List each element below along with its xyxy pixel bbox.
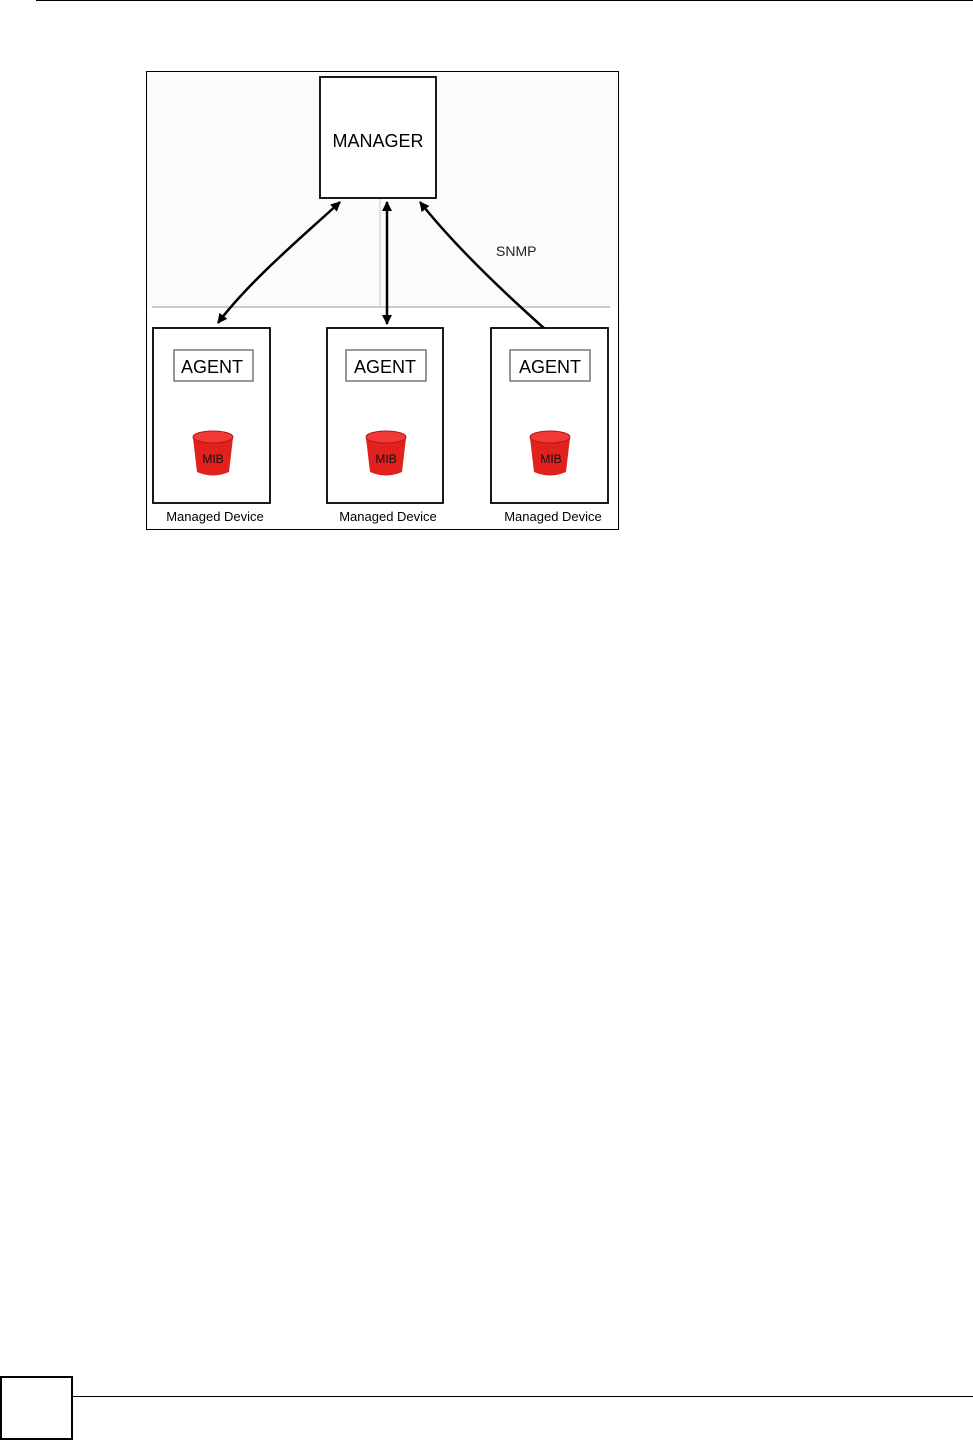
agent-label-2: AGENT bbox=[354, 357, 416, 377]
agent-label-3: AGENT bbox=[519, 357, 581, 377]
agent-box-1 bbox=[173, 349, 254, 382]
snmp-link-right bbox=[419, 201, 564, 346]
mib-label-1: MIB bbox=[202, 452, 223, 466]
device-caption-2: Managed Device bbox=[339, 509, 437, 524]
manager-label: MANAGER bbox=[332, 131, 423, 151]
agent-box-2 bbox=[345, 349, 427, 382]
device-caption-3: Managed Device bbox=[504, 509, 602, 524]
manager-node: MANAGER bbox=[319, 76, 437, 199]
mib-database-icon bbox=[529, 430, 571, 476]
header-rule bbox=[36, 0, 973, 1]
footer-rule bbox=[73, 1396, 973, 1397]
managed-device-3: AGENT MIB Managed Device bbox=[490, 327, 609, 524]
managed-device-1: AGENT MIB Managed Device bbox=[152, 327, 271, 524]
agent-label-1: AGENT bbox=[181, 357, 243, 377]
snmp-link-left bbox=[216, 201, 341, 324]
mib-database-icon bbox=[365, 430, 407, 476]
managed-device-2: AGENT MIB Managed Device bbox=[326, 327, 444, 524]
snmp-protocol-label: SNMP bbox=[496, 243, 536, 259]
mib-label-2: MIB bbox=[375, 452, 396, 466]
device-caption-1: Managed Device bbox=[166, 509, 264, 524]
mib-database-icon bbox=[192, 430, 234, 476]
snmp-diagram: MANAGER SNMP AGENT MIB Managed Device AG… bbox=[152, 76, 610, 524]
agent-box-3 bbox=[509, 349, 591, 382]
mib-label-3: MIB bbox=[540, 452, 561, 466]
page-number-box bbox=[0, 1376, 73, 1440]
